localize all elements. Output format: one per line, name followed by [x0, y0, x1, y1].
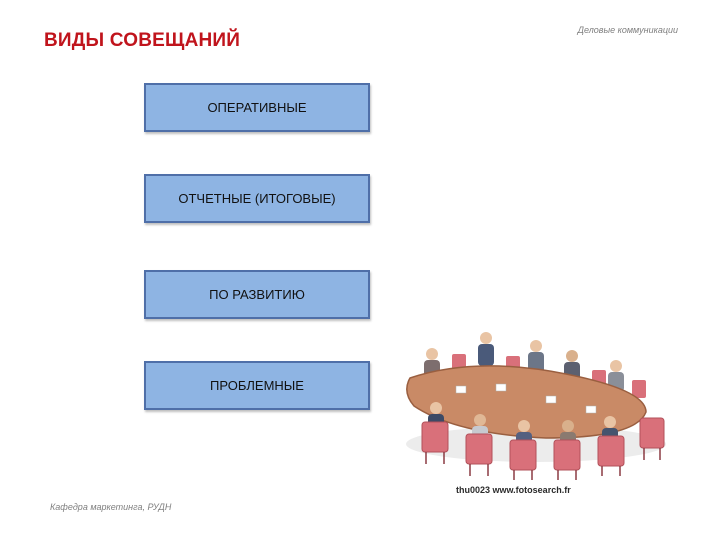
meeting-type-box: ПРОБЛЕМНЫЕ: [144, 361, 370, 410]
meeting-type-box: ОПЕРАТИВНЫЕ: [144, 83, 370, 132]
slide-title: ВИДЫ СОВЕЩАНИЙ: [44, 30, 241, 51]
meeting-type-label: ОПЕРАТИВНЫЕ: [207, 100, 307, 115]
header-note: Деловые коммуникации: [577, 25, 678, 35]
meeting-type-box: ПО РАЗВИТИЮ: [144, 270, 370, 319]
image-watermark: thu0023 www.fotosearch.fr: [456, 485, 571, 495]
meeting-type-box: ОТЧЕТНЫЕ (ИТОГОВЫЕ): [144, 174, 370, 223]
meeting-table-image: [406, 332, 666, 480]
footer-note: Кафедра маркетинга, РУДН: [50, 502, 172, 512]
meeting-type-label: ПО РАЗВИТИЮ: [209, 287, 305, 302]
meeting-type-label: ПРОБЛЕМНЫЕ: [210, 378, 304, 393]
meeting-type-label: ОТЧЕТНЫЕ (ИТОГОВЫЕ): [178, 191, 336, 206]
meeting-illustration: thu0023 www.fotosearch.fr: [396, 326, 680, 504]
